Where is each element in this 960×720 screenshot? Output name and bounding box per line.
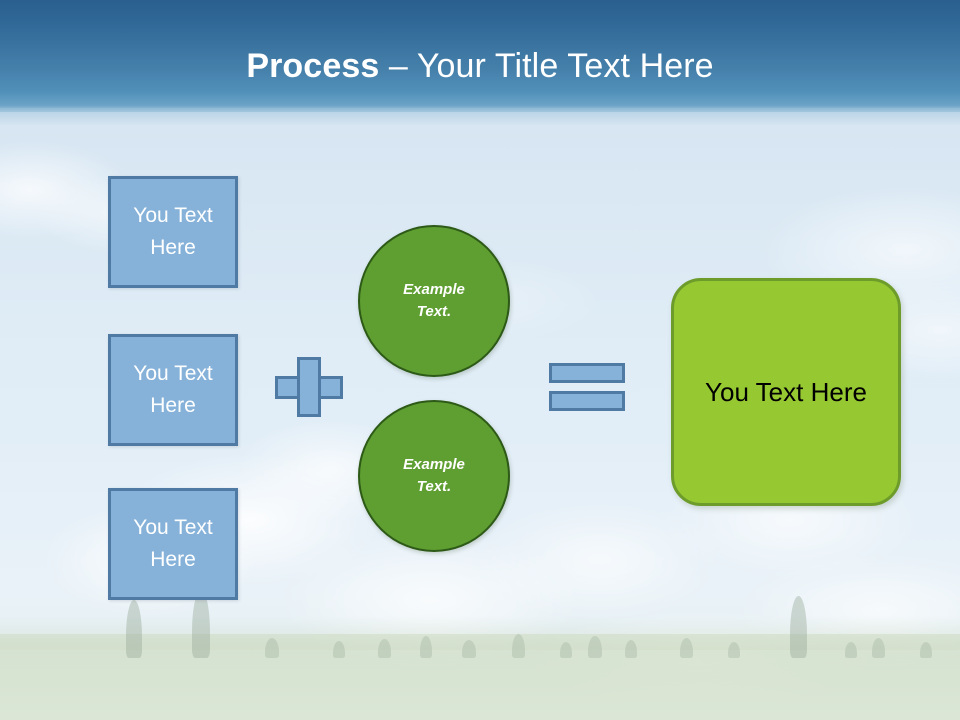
shrub-icon: [588, 636, 602, 658]
page-title: Process – Your Title Text Here: [0, 46, 960, 86]
shrub-icon: [920, 642, 932, 658]
shrub-icon: [265, 638, 279, 658]
shrub-icon: [728, 642, 740, 658]
input-box-2-text: You Text Here: [133, 358, 212, 422]
input-box-1-text: You Text Here: [133, 200, 212, 264]
tree-icon: [790, 596, 807, 658]
example-circle-1[interactable]: Example Text.: [358, 225, 510, 377]
input-box-3-line2: Here: [150, 548, 196, 571]
shrub-icon: [333, 641, 345, 658]
plus-center-fill: [300, 379, 318, 396]
shrub-icon: [680, 638, 693, 658]
input-box-1-line1: You Text: [133, 204, 213, 227]
tree-icon: [126, 600, 142, 658]
result-box[interactable]: You Text Here: [671, 278, 901, 506]
plus-icon: [275, 357, 343, 417]
result-box-label: You Text Here: [705, 377, 867, 407]
title-band: [0, 0, 960, 126]
grass-field: [0, 634, 960, 720]
page-title-rest: – Your Title Text Here: [379, 47, 714, 85]
shrub-icon: [462, 640, 476, 658]
example-circle-1-line2: Text.: [416, 303, 452, 320]
shrub-icon: [625, 640, 637, 658]
input-box-2[interactable]: You Text Here: [108, 334, 238, 446]
shrub-icon: [845, 642, 857, 658]
example-circle-1-line1: Example: [403, 281, 465, 298]
example-circle-2-line1: Example: [403, 456, 465, 473]
input-box-2-line2: Here: [150, 394, 196, 417]
page-title-strong: Process: [246, 47, 380, 85]
shrub-icon: [378, 639, 391, 658]
shrub-icon: [512, 634, 525, 658]
input-box-3-line1: You Text: [133, 516, 213, 539]
example-circle-2-line2: Text.: [416, 478, 452, 495]
equals-top-bar: [549, 363, 625, 383]
input-box-3-text: You Text Here: [133, 512, 212, 576]
shrub-icon: [420, 636, 432, 658]
shrub-icon: [872, 638, 885, 658]
tree-icon: [192, 590, 210, 658]
example-circle-2[interactable]: Example Text.: [358, 400, 510, 552]
input-box-3[interactable]: You Text Here: [108, 488, 238, 600]
shrub-icon: [560, 642, 572, 658]
equals-bottom-bar: [549, 391, 625, 411]
input-box-2-line1: You Text: [133, 362, 213, 385]
input-box-1[interactable]: You Text Here: [108, 176, 238, 288]
equals-icon: [549, 363, 625, 411]
input-box-1-line2: Here: [150, 236, 196, 259]
